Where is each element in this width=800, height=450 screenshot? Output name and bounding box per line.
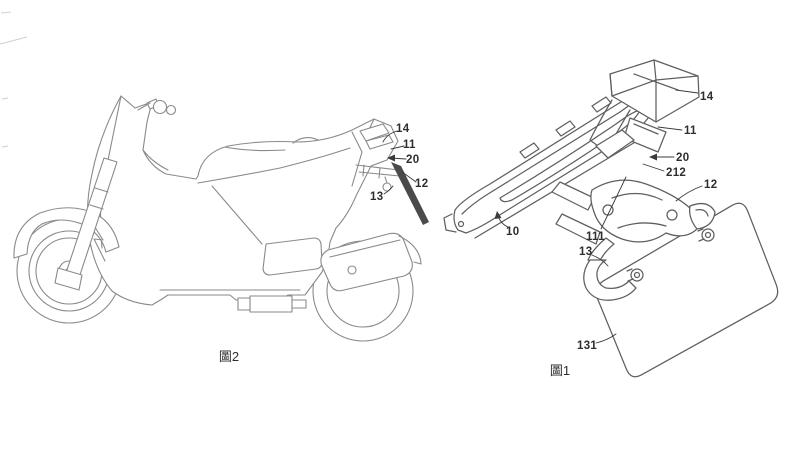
figure-1-caption: 圖1 bbox=[550, 363, 570, 378]
ref-label-20: 20 bbox=[406, 154, 419, 166]
ref-label-20: 20 bbox=[676, 152, 689, 164]
ref-label-12: 12 bbox=[415, 178, 428, 190]
ref-label-11: 11 bbox=[403, 139, 416, 151]
mounting-bracket bbox=[551, 179, 716, 265]
ref-label-13: 13 bbox=[370, 191, 383, 203]
scan-artifacts bbox=[0, 11, 28, 148]
figure-2-reference-labels: 14 11 20 12 13 bbox=[370, 123, 428, 203]
figure-1-reference-labels: 14 11 20 212 12 10 111 13 131 bbox=[494, 89, 717, 352]
ref-label-131: 131 bbox=[577, 340, 597, 352]
figure-2-scooter: 14 11 20 12 13 圖2 bbox=[13, 95, 429, 364]
rack-side-panel bbox=[589, 99, 667, 159]
ref-label-14: 14 bbox=[396, 123, 410, 135]
ref-label-12: 12 bbox=[704, 179, 717, 191]
ref-label-212: 212 bbox=[666, 167, 686, 179]
figure-1-rack-assembly: 14 11 20 212 12 10 111 13 131 圖1 bbox=[443, 59, 779, 378]
ref-label-10: 10 bbox=[506, 226, 519, 238]
ref-label-11: 11 bbox=[684, 125, 697, 137]
hook-bracket bbox=[583, 259, 637, 301]
muffler-and-swingarm bbox=[237, 232, 422, 313]
ref-label-13: 13 bbox=[579, 246, 592, 258]
front-fork bbox=[54, 157, 118, 291]
rack-cover-box bbox=[609, 59, 700, 123]
tail-rack-detail bbox=[355, 123, 429, 225]
handlebar-mirror-mount bbox=[137, 98, 177, 116]
license-flap-edge-view bbox=[391, 162, 429, 225]
ref-label-14: 14 bbox=[700, 91, 714, 103]
plate-bolt bbox=[697, 228, 715, 242]
ref-label-111: 111 bbox=[586, 231, 605, 243]
figure-2-caption: 圖2 bbox=[219, 349, 239, 364]
